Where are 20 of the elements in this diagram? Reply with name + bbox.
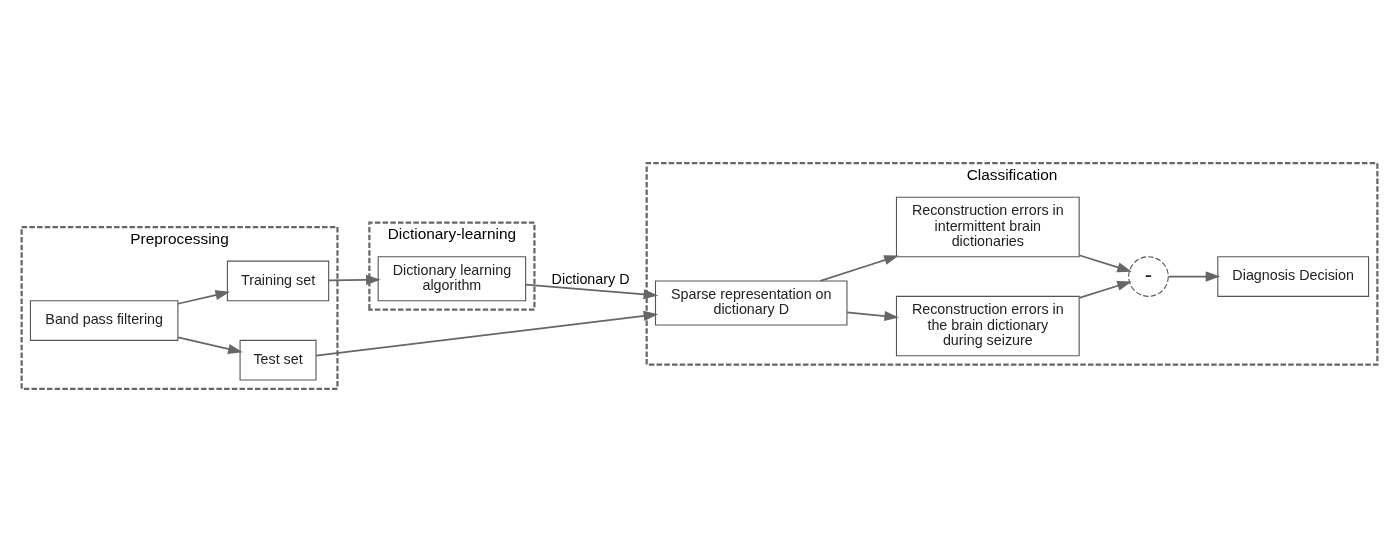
node-box: Diagnosis Decision <box>1217 255 1370 297</box>
node-box: Training set <box>226 260 330 301</box>
edge-label: Dictionary D <box>551 270 630 287</box>
arrow <box>524 283 659 299</box>
arrow <box>177 336 243 354</box>
arrow <box>327 274 381 285</box>
arrow <box>1078 280 1132 299</box>
node-box: Sparse representation on dictionary D <box>654 279 848 326</box>
arrow <box>1167 270 1221 282</box>
arrow <box>1078 253 1132 272</box>
node-box: Test set <box>239 339 317 381</box>
arrow <box>315 310 659 357</box>
node-circle: - <box>1128 255 1169 297</box>
arrow <box>819 254 899 282</box>
node-box: Reconstruction errors in the brain dictionary during seizure <box>895 295 1080 356</box>
node-box: Band pass filtering <box>29 299 179 341</box>
arrow <box>177 289 230 305</box>
node-box: Dictionary learning algorithm <box>377 255 527 301</box>
node-box: Reconstruction errors in intermittent brain dictionaries <box>895 196 1080 257</box>
arrow <box>846 310 899 321</box>
